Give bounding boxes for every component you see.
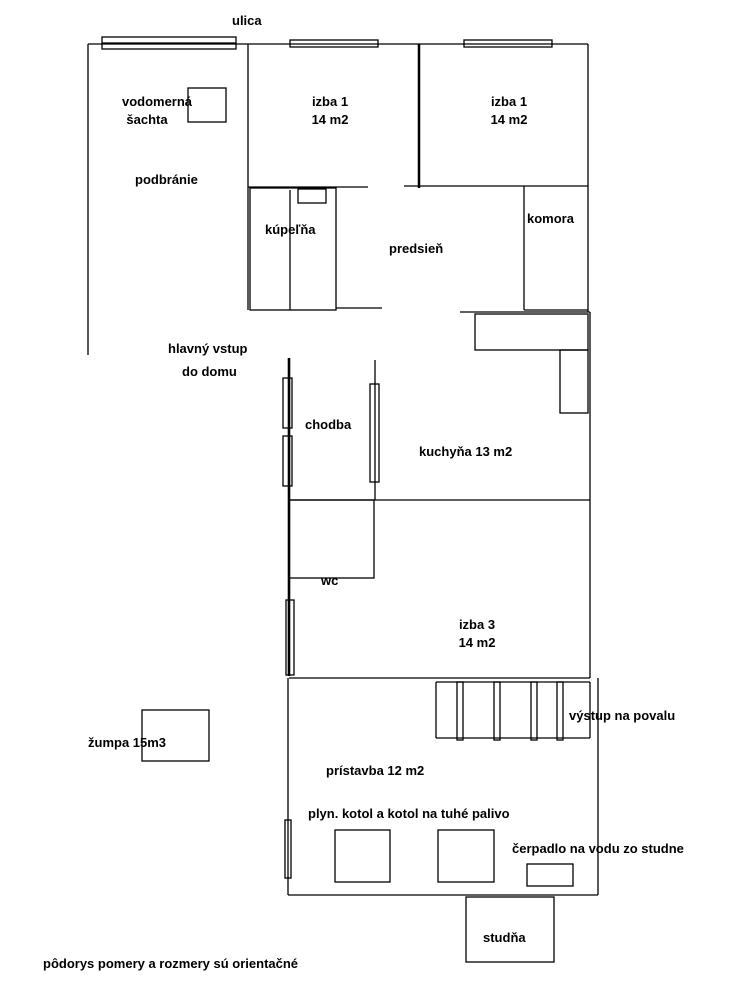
label-hall: predsieň	[389, 241, 444, 256]
well	[465, 896, 555, 963]
bathroom-sink	[297, 188, 327, 204]
window-izba1-right	[463, 39, 553, 48]
label-attic-access: výstup na povalu	[569, 708, 676, 723]
kitchen-counter-top	[474, 313, 589, 351]
label-main-entrance-1: hlavný vstup	[168, 341, 248, 356]
label-water-meter-1: vodomerná	[121, 94, 193, 109]
label-room3-name: izba 3	[458, 617, 496, 632]
label-cesspit: žumpa 15m3	[88, 735, 167, 750]
water-meter-shaft	[187, 87, 227, 123]
label-room3-area: 14 m2	[458, 635, 496, 650]
label-water-pump: čerpadlo na vodu zo studne	[512, 841, 684, 856]
boiler-gas	[334, 829, 391, 883]
label-room1b-name: izba 1	[490, 94, 528, 109]
label-corridor: chodba	[305, 417, 352, 432]
label-annex: prístavba 12 m2	[326, 763, 425, 778]
label-storage: komora	[527, 211, 574, 226]
label-room1a-area: 14 m2	[311, 112, 349, 127]
label-driveway: podbránie	[135, 172, 198, 187]
boiler-solid	[437, 829, 495, 883]
wc	[288, 499, 375, 579]
entrance-door-2	[282, 435, 293, 487]
label-kitchen: kuchyňa 13 m2	[419, 444, 513, 459]
label-room1b-area: 14 m2	[490, 112, 528, 127]
label-room1a-name: izba 1	[311, 94, 349, 109]
label-street: ulica	[232, 13, 262, 28]
window-izba1-left	[289, 39, 379, 48]
label-boilers: plyn. kotol a kotol na tuhé palivo	[308, 806, 510, 821]
label-well: studňa	[483, 930, 526, 945]
room3-door	[285, 599, 295, 676]
cesspit	[141, 709, 210, 762]
label-wc: wc	[321, 573, 339, 588]
annex-door	[284, 819, 292, 879]
label-main-entrance-2: do domu	[182, 364, 237, 379]
entrance-door-1	[282, 377, 293, 429]
attic-stairs	[435, 681, 591, 741]
label-note: pôdorys pomery a rozmery sú orientačné	[43, 956, 299, 971]
bathroom	[249, 187, 337, 311]
label-water-meter-2: šachta	[126, 112, 168, 127]
water-pump	[526, 863, 574, 887]
kitchen-counter-side	[559, 349, 589, 414]
label-bathroom: kúpeľňa	[265, 222, 316, 237]
